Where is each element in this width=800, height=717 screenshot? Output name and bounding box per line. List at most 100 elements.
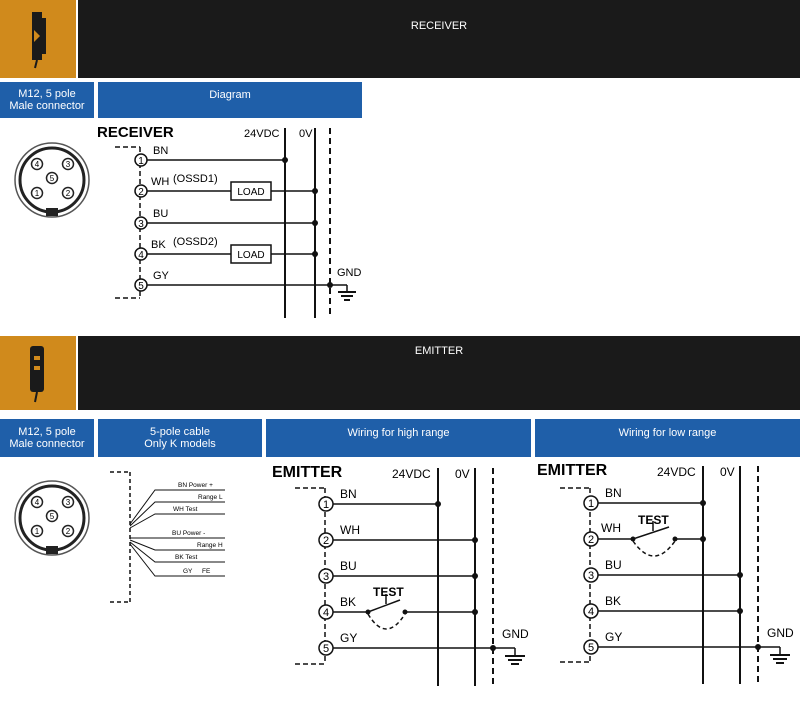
low-wire-label-gy: GY bbox=[605, 630, 622, 644]
receiver-wire-label-gy: GY bbox=[153, 270, 170, 282]
receiver-wire-pin-4: 4 bbox=[138, 250, 144, 261]
receiver-connector-pins: 4 3 5 1 2 bbox=[30, 157, 75, 200]
emitter-pin-3: 3 bbox=[66, 498, 71, 507]
emitter-cable-label-range-h: Range H bbox=[197, 542, 223, 549]
receiver-wh-note: (OSSD1) bbox=[173, 173, 218, 185]
emitter-icon-box bbox=[0, 336, 76, 410]
low-wire-pin-3: 3 bbox=[588, 570, 594, 582]
receiver-pin-4: 4 bbox=[35, 160, 40, 169]
receiver-pin-5: 5 bbox=[50, 174, 55, 183]
high-wire-pin-3: 3 bbox=[323, 571, 329, 583]
receiver-wire-pin-2: 2 bbox=[138, 187, 144, 198]
emitter-high-range-schematic: EMITTER 24VDC 0V TEST 1 2 3 4 5 bbox=[272, 464, 529, 686]
low-wires bbox=[597, 500, 780, 650]
emitter-cable-label-gy: GY bbox=[183, 568, 193, 575]
high-test-switch bbox=[365, 594, 408, 630]
emitter-banner-title: EMITTER bbox=[414, 345, 464, 357]
low-ground-icon bbox=[770, 647, 790, 664]
low-wire-label-wh: WH bbox=[601, 521, 621, 535]
receiver-pin-1: 1 bbox=[35, 189, 40, 198]
emitter-connector-header: M12, 5 pole Male connector bbox=[0, 419, 94, 457]
high-wire-label-gy: GY bbox=[340, 631, 357, 645]
receiver-banner: RECEIVER bbox=[78, 0, 800, 78]
high-wire-label-bn: BN bbox=[340, 487, 357, 501]
receiver-schematic: RECEIVER 24VDC 0V 1 2 3 4 5 BN WH (OSSD1 bbox=[97, 124, 362, 318]
low-ground-label: GND bbox=[767, 626, 794, 640]
receiver-sensor-icon bbox=[32, 12, 46, 69]
receiver-connector-face: 4 3 5 1 2 bbox=[14, 142, 90, 218]
emitter-cable-label-range-l: Range L bbox=[198, 494, 223, 501]
receiver-load-1-label: LOAD bbox=[237, 187, 264, 198]
receiver-bk-note: (OSSD2) bbox=[173, 236, 218, 248]
emitter-connector-header-line1: M12, 5 pole bbox=[18, 426, 76, 438]
low-wire-pin-1: 1 bbox=[588, 498, 594, 510]
emitter-high-range-header-label: Wiring for high range bbox=[347, 427, 450, 439]
high-supply-plus-label: 24VDC bbox=[392, 467, 431, 481]
emitter-cable-header-line2: Only K models bbox=[144, 438, 216, 450]
receiver-load-2-label: LOAD bbox=[237, 250, 264, 261]
emitter-cable-header: 5-pole cable Only K models bbox=[98, 419, 262, 457]
low-wire-label-bu: BU bbox=[605, 558, 622, 572]
emitter-cable-wires bbox=[129, 489, 225, 577]
emitter-cable-label-bn: BN Power + bbox=[178, 482, 213, 489]
high-wire-pin-2: 2 bbox=[323, 535, 329, 547]
emitter-connector-pins: 4 3 5 1 2 bbox=[30, 495, 75, 538]
low-wire-label-bk: BK bbox=[605, 594, 621, 608]
receiver-ground-icon bbox=[338, 285, 356, 301]
receiver-connector-header-line2: Male connector bbox=[9, 100, 85, 112]
receiver-connector-header: M12, 5 pole Male connector bbox=[0, 82, 94, 118]
receiver-ground-label: GND bbox=[337, 267, 362, 279]
receiver-load-2 bbox=[230, 244, 272, 264]
receiver-wire-pin-3: 3 bbox=[138, 219, 144, 230]
emitter-cable-label-bu: BU Power - bbox=[172, 530, 205, 537]
emitter-cable-diagram: BN Power + Range L WH Test BU Power - Ra… bbox=[110, 471, 225, 603]
receiver-wires bbox=[147, 157, 347, 288]
emitter-cable-label-fe: FE bbox=[202, 568, 211, 575]
emitter-cable-label-wh: WH Test bbox=[173, 506, 198, 513]
low-wire-pin-5: 5 bbox=[588, 642, 594, 654]
emitter-connector-face: 4 3 5 1 2 bbox=[14, 480, 90, 556]
high-schematic-title: EMITTER bbox=[272, 464, 343, 481]
receiver-pin-markers: 1 2 3 4 5 bbox=[134, 153, 148, 292]
receiver-load-1 bbox=[230, 181, 272, 201]
receiver-wire-pin-1: 1 bbox=[138, 156, 144, 167]
high-wire-label-wh: WH bbox=[340, 523, 360, 537]
high-wire-label-bu: BU bbox=[340, 559, 357, 573]
receiver-pin-2: 2 bbox=[66, 189, 71, 198]
low-supply-plus-label: 24VDC bbox=[657, 465, 696, 479]
receiver-wire-label-bn: BN bbox=[153, 145, 168, 157]
emitter-connector-header-line2: Male connector bbox=[9, 438, 85, 450]
receiver-banner-title: RECEIVER bbox=[410, 20, 468, 32]
receiver-wire-label-wh: WH bbox=[151, 176, 169, 188]
receiver-supply-minus-label: 0V bbox=[299, 128, 313, 140]
low-test-label: TEST bbox=[638, 513, 669, 527]
high-supply-minus-label: 0V bbox=[455, 467, 470, 481]
high-wire-pin-4: 4 bbox=[323, 607, 329, 619]
emitter-banner: EMITTER bbox=[78, 336, 800, 410]
emitter-pin-1: 1 bbox=[35, 527, 40, 536]
emitter-cable-header-line1: 5-pole cable bbox=[150, 426, 210, 438]
receiver-wire-label-bu: BU bbox=[153, 208, 168, 220]
high-wire-pin-5: 5 bbox=[323, 643, 329, 655]
high-wire-pin-1: 1 bbox=[323, 499, 329, 511]
receiver-connector-header-line1: M12, 5 pole bbox=[18, 88, 76, 100]
high-ground-icon bbox=[505, 648, 525, 665]
emitter-pin-4: 4 bbox=[35, 498, 40, 507]
receiver-schematic-title: RECEIVER bbox=[97, 124, 174, 141]
low-wire-label-bn: BN bbox=[605, 486, 622, 500]
emitter-low-range-header-label: Wiring for low range bbox=[618, 427, 717, 439]
receiver-pin-3: 3 bbox=[66, 160, 71, 169]
emitter-low-range-header: Wiring for low range bbox=[535, 419, 800, 457]
emitter-pin-5: 5 bbox=[50, 512, 55, 521]
high-pin-markers: 1 2 3 4 5 bbox=[318, 496, 334, 656]
low-test-switch bbox=[630, 521, 678, 557]
low-pin-markers: 1 2 3 4 5 bbox=[583, 495, 599, 655]
emitter-low-range-schematic: EMITTER 24VDC 0V TEST 1 2 3 4 5 bbox=[537, 462, 794, 684]
receiver-wire-label-bk: BK bbox=[151, 239, 166, 251]
low-schematic-title: EMITTER bbox=[537, 462, 608, 479]
high-test-label: TEST bbox=[373, 585, 404, 599]
high-ground-label: GND bbox=[502, 627, 529, 641]
receiver-supply-plus-label: 24VDC bbox=[244, 128, 280, 140]
emitter-cable-label-bk: BK Test bbox=[175, 554, 197, 561]
low-wire-pin-2: 2 bbox=[588, 534, 594, 546]
